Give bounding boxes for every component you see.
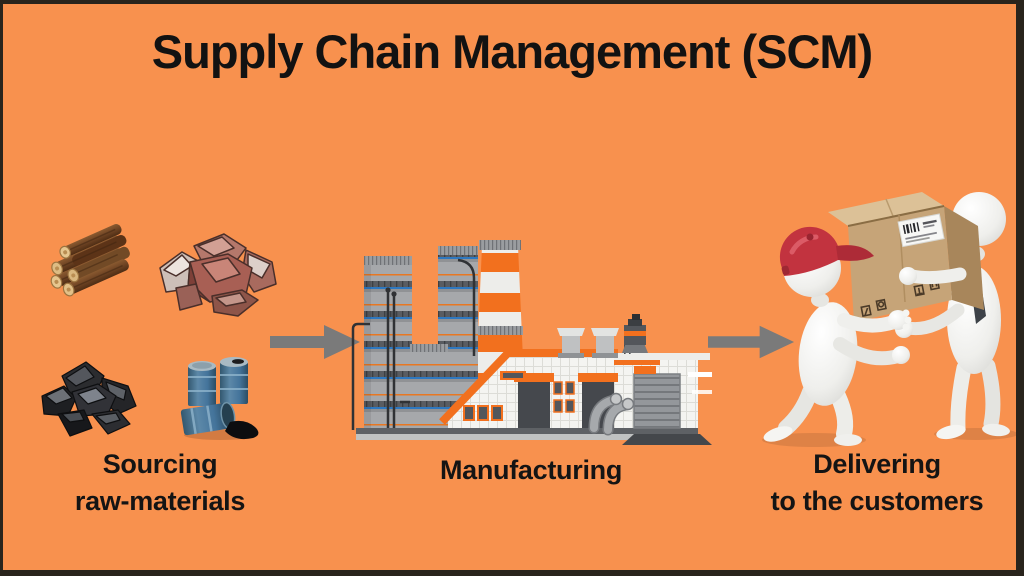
label-sourcing: Sourcing raw-materials (10, 446, 310, 520)
arrow-sourcing-to-manufacturing-icon (270, 325, 360, 359)
courier-figure (763, 226, 912, 446)
label-manufacturing-line1: Manufacturing (439, 455, 623, 485)
wood-logs-icon (50, 224, 130, 297)
delivery-handoff-icon (762, 192, 1018, 447)
courier-arms (833, 309, 912, 366)
coal-pile-icon (41, 361, 137, 437)
arrow-manufacturing-to-delivering-icon (708, 325, 795, 359)
label-manufacturing: Manufacturing (366, 452, 696, 489)
label-sourcing-line1: Sourcing (102, 449, 218, 479)
red-cap (779, 226, 874, 276)
label-delivering: Delivering to the customers (734, 446, 1020, 520)
label-delivering-line2: to the customers (770, 486, 984, 516)
label-sourcing-line2: raw-materials (74, 486, 246, 516)
page-title: Supply Chain Management (SCM) (151, 25, 873, 78)
shipping-label (897, 213, 945, 248)
oil-barrels-icon (180, 357, 259, 440)
label-delivering-line1: Delivering (813, 449, 941, 479)
factory-icon (351, 240, 712, 445)
ore-rocks-icon (159, 233, 277, 317)
cardboard-box (828, 192, 984, 322)
customer-arms (895, 267, 967, 338)
